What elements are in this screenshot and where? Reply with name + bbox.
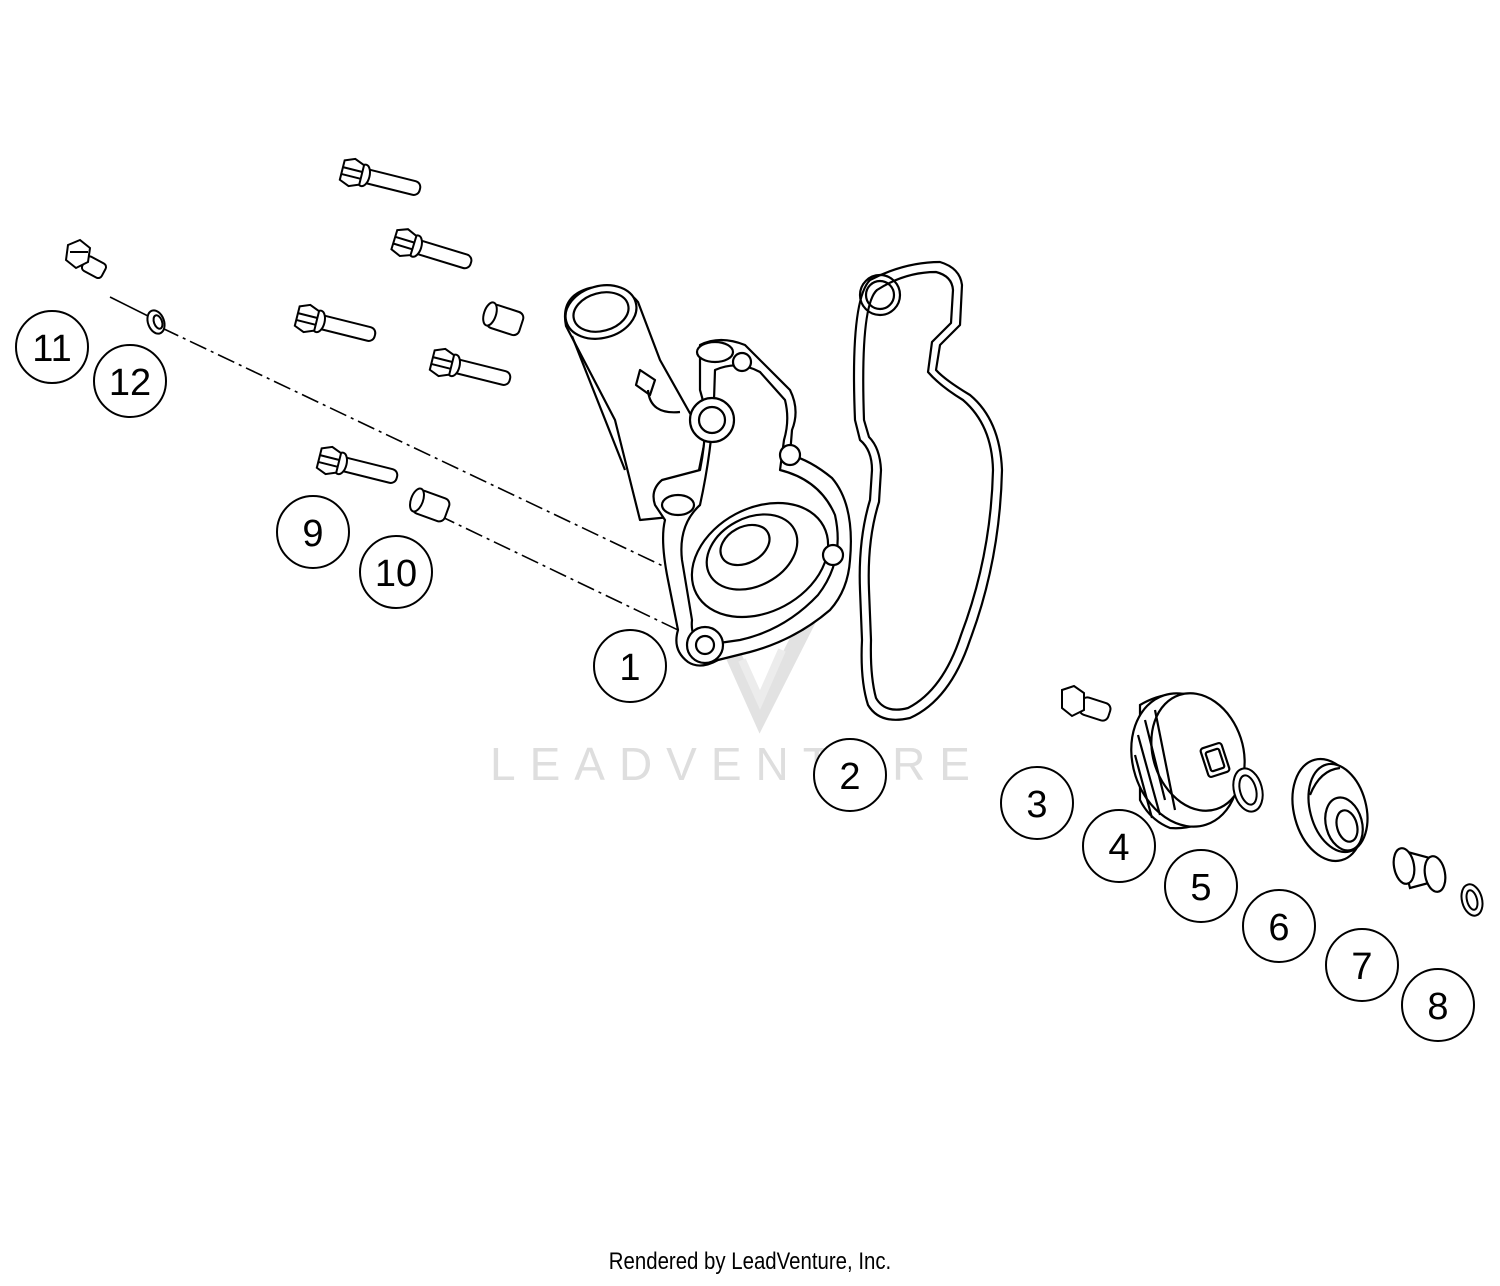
callout-12-label: 12	[109, 362, 151, 404]
watermark-text: LEADVENTURE	[490, 738, 984, 790]
callout-6-label: 6	[1268, 907, 1289, 949]
impeller-bolt-3	[1061, 684, 1112, 722]
callout-12[interactable]: 12	[93, 344, 167, 418]
callout-11-label: 11	[32, 328, 71, 370]
ring-8	[1460, 883, 1484, 917]
bolt-upper-mid	[389, 225, 476, 278]
impeller-4	[1130, 692, 1246, 830]
callout-6[interactable]: 6	[1242, 889, 1316, 963]
callout-1[interactable]: 1	[593, 629, 667, 703]
watermark: LEADVENTURE	[490, 616, 984, 790]
bolt-left	[292, 301, 380, 351]
bolt-9	[314, 443, 402, 493]
callout-1-label: 1	[619, 647, 640, 689]
callout-4-label: 4	[1108, 827, 1129, 869]
seal-ring-5	[1232, 767, 1264, 813]
washer-12	[146, 309, 166, 335]
bolt-11-axis	[109, 296, 153, 319]
dowel-upper	[482, 301, 525, 337]
callout-9-label: 9	[302, 513, 323, 555]
callout-3[interactable]: 3	[1000, 766, 1074, 840]
bushing-7	[1392, 847, 1447, 893]
callout-4[interactable]: 4	[1082, 809, 1156, 883]
callout-11[interactable]: 11	[15, 310, 89, 384]
bolt-right	[427, 345, 515, 395]
callout-3-label: 3	[1026, 784, 1047, 826]
callout-7-label: 7	[1351, 946, 1372, 988]
bolt-11	[64, 238, 108, 280]
callout-9[interactable]: 9	[276, 495, 350, 569]
shaft-seal-6	[1291, 757, 1369, 863]
callout-5[interactable]: 5	[1164, 849, 1238, 923]
alignment-lines	[161, 327, 679, 631]
callout-8[interactable]: 8	[1401, 968, 1475, 1042]
callout-10[interactable]: 10	[359, 535, 433, 609]
dowel-10	[409, 487, 451, 523]
callouts: 11 12 9 10 1 2 3 4 5 6 7 8	[15, 310, 1475, 1042]
callout-10-label: 10	[375, 553, 417, 595]
footer-credit: Rendered by LeadVenture, Inc.	[608, 1248, 892, 1275]
callout-2[interactable]: 2	[813, 738, 887, 812]
callout-7[interactable]: 7	[1325, 928, 1399, 1002]
bolt-top	[337, 155, 425, 205]
water-pump-cover	[563, 284, 852, 667]
callout-5-label: 5	[1190, 867, 1211, 909]
gasket-2	[852, 260, 1004, 721]
callout-8-label: 8	[1427, 986, 1448, 1028]
callout-2-label: 2	[839, 756, 860, 798]
